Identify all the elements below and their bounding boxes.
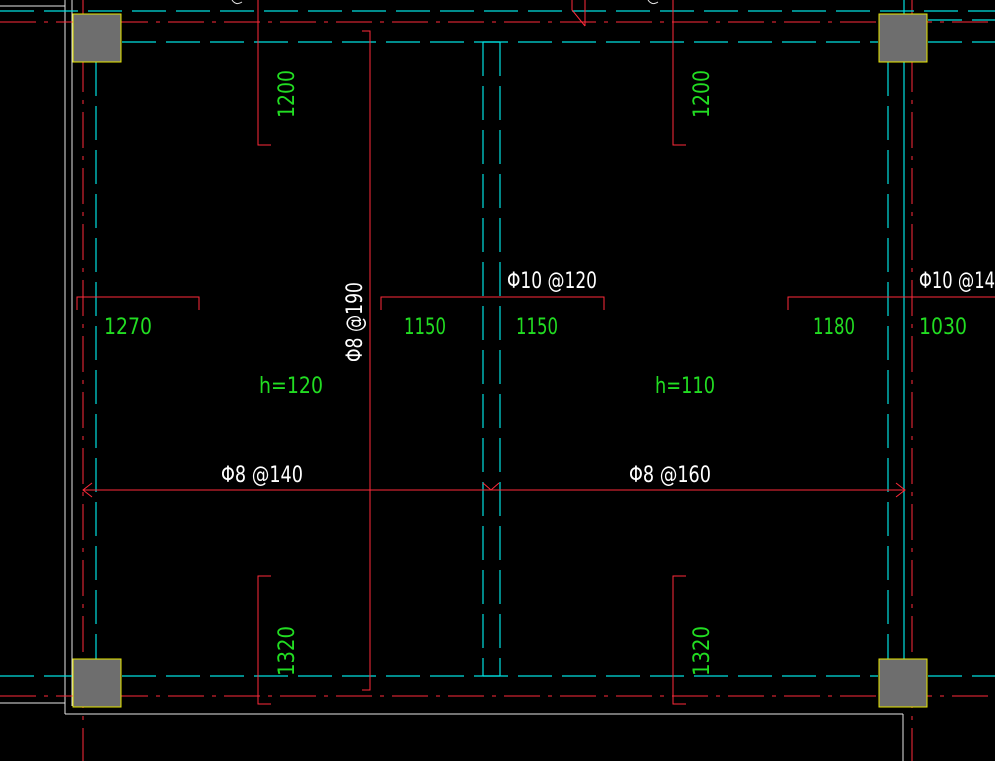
- rebar-label-bottom-right: Φ8 @160: [629, 463, 711, 488]
- dim-mid-5: 1030: [919, 315, 967, 340]
- rebar-support-top-right: [672, 0, 686, 146]
- thickness-right: h=110: [655, 374, 715, 399]
- rebar-support-mid-right: [787, 296, 995, 310]
- dim-bottom-right: 1320: [690, 626, 715, 676]
- rebar-lines: [76, 0, 995, 705]
- dim-mid-3: 1150: [516, 315, 558, 340]
- beam-solid-edges: [483, 0, 905, 677]
- column-bottom-right[interactable]: [878, 658, 928, 708]
- slab-outline: [0, 0, 904, 761]
- clipped-top-marks: [231, 0, 659, 5]
- rebar-label-top-right: Φ10 @14: [919, 269, 995, 294]
- rebar-label-top-mid: Φ10 @120: [507, 269, 597, 294]
- rebar-label-vertical: Φ8 @190: [343, 282, 368, 362]
- dim-mid-1: 1270: [104, 315, 152, 340]
- column-bottom-left[interactable]: [72, 658, 122, 708]
- rebar-support-top-left: [257, 0, 271, 146]
- dim-mid-2: 1150: [404, 315, 446, 340]
- dim-top-right: 1200: [690, 70, 715, 118]
- dim-mid-4: 1180: [813, 315, 855, 340]
- rebar-support-mid-left: [76, 296, 200, 310]
- dim-top-left: 1200: [275, 70, 300, 118]
- columns: [72, 13, 928, 708]
- column-top-left[interactable]: [72, 13, 122, 63]
- rebar-support-mid-center: [380, 296, 605, 310]
- rebar-support-bottom-left: [257, 575, 271, 705]
- rebar-support-bottom-right: [672, 575, 686, 705]
- thickness-left: h=120: [259, 374, 323, 399]
- dim-bottom-left: 1320: [275, 626, 300, 676]
- column-top-right[interactable]: [878, 13, 928, 63]
- rebar-vertical-main: [362, 30, 371, 691]
- rebar-label-bottom-left: Φ8 @140: [221, 463, 303, 488]
